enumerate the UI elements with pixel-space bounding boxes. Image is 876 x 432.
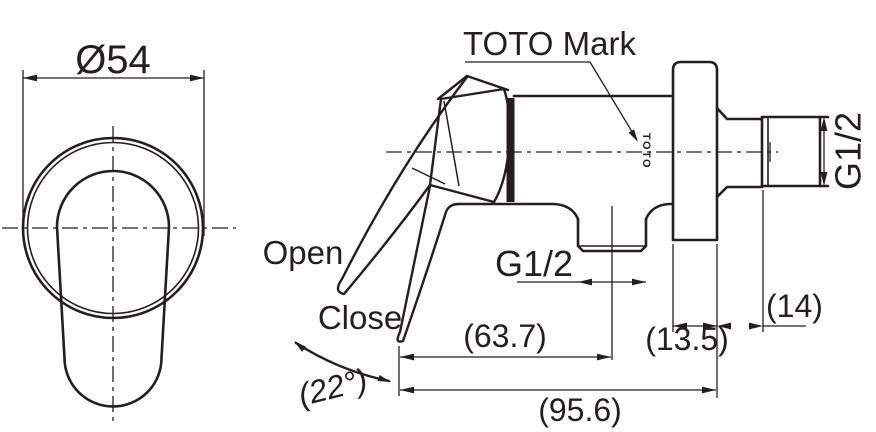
dim-14-arrow-left bbox=[717, 322, 731, 330]
wall-flange-outline bbox=[671, 60, 719, 242]
inlet-thread-label: G1/2 bbox=[495, 243, 573, 284]
toto-mark-leader-line bbox=[589, 61, 635, 136]
neck-top-edge bbox=[715, 106, 764, 121]
neck-bottom-edge bbox=[715, 185, 764, 199]
swing-arc-arrow-left bbox=[294, 341, 306, 352]
handle-cap-inner-line bbox=[443, 100, 460, 187]
dim-63-7-arrow-left bbox=[400, 353, 414, 361]
inlet-thread-arrow-left bbox=[578, 278, 592, 286]
dim-95-6-arrow-right bbox=[702, 386, 716, 394]
open-label: Open bbox=[263, 234, 344, 271]
outlet-thread-arrow-top bbox=[820, 117, 828, 131]
toto-engraving: TOTO bbox=[640, 133, 652, 169]
body-bottom-edge-right bbox=[644, 202, 675, 221]
open-lever-inner-line bbox=[411, 167, 446, 185]
dim-14-arrow-right bbox=[749, 322, 763, 330]
dim-13-5-arrow-right bbox=[703, 322, 717, 330]
close-label: Close bbox=[318, 299, 402, 336]
open-lever-outline bbox=[336, 75, 469, 296]
toto-mark-label: TOTO Mark bbox=[463, 25, 636, 62]
handle-cap-outline bbox=[428, 87, 511, 204]
open-cap-top-outline bbox=[436, 74, 510, 101]
dia54-arrow-left bbox=[23, 74, 37, 82]
outlet-thread-arrow-bottom bbox=[820, 172, 828, 186]
angle-label: (22°) bbox=[295, 361, 371, 413]
dim-63-7-arrow-right bbox=[597, 353, 611, 361]
cap-body-seam bbox=[506, 98, 515, 202]
dim-95-6-arrow-left bbox=[400, 386, 414, 394]
dim-13-5-arrow-left bbox=[673, 322, 687, 330]
swing-arc-arrow-right bbox=[377, 375, 391, 382]
handle-front-outline bbox=[55, 169, 171, 408]
escutcheon-inner-ring bbox=[26, 141, 200, 315]
body-bottom-edge-left bbox=[457, 202, 580, 221]
outlet-thread-label: G1/2 bbox=[828, 112, 869, 190]
closed-lever-outline bbox=[396, 184, 461, 343]
dim-63-7-label: (63.7) bbox=[463, 318, 547, 354]
dia54-arrow-right bbox=[190, 74, 204, 82]
diameter-label: Ø54 bbox=[75, 38, 151, 82]
dim-14-label: (14) bbox=[766, 288, 823, 324]
dim-13-5-label: (13.5) bbox=[645, 321, 729, 357]
inlet-thread-arrow-right bbox=[632, 278, 646, 286]
dim-95-6-label: (95.6) bbox=[538, 392, 622, 428]
toto-mark-leader-arrow bbox=[628, 129, 638, 142]
